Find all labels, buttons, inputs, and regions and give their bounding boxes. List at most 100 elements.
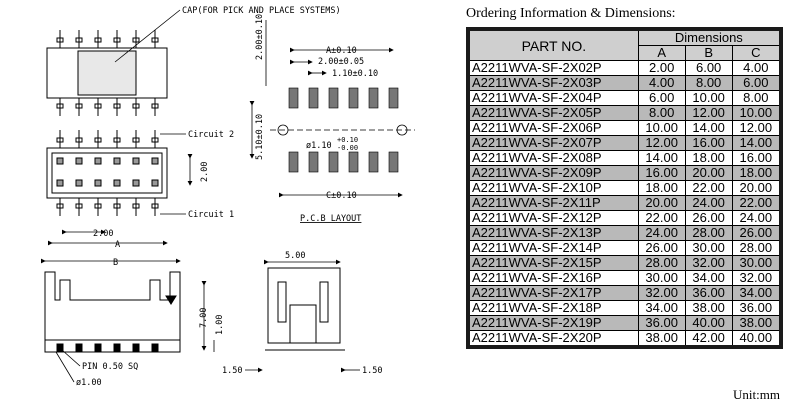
pin-shoulder <box>151 203 159 209</box>
pcb-200-005: 2.00±0.05 <box>318 57 364 67</box>
pin-shoulder <box>132 203 140 209</box>
dimension-b-cell: 34.00 <box>684 270 733 286</box>
side-view <box>265 267 345 351</box>
dimension-c-cell: 32.00 <box>731 270 782 286</box>
pin-shoulder <box>132 37 140 43</box>
pin-tail <box>75 343 83 353</box>
part-number-cell: A2211WVA-SF-2X11P <box>467 195 639 211</box>
pin-square <box>132 179 140 187</box>
dimension-c-cell: 30.00 <box>731 255 782 271</box>
col-a-header: A <box>637 45 686 61</box>
pin-shoulder <box>56 203 64 209</box>
dimension-c-cell: 40.00 <box>731 330 782 348</box>
dimension-a-cell: 14.00 <box>637 150 686 166</box>
pin-shoulder <box>75 37 83 43</box>
pcb-hole-tol-minus: -0.00 <box>337 144 358 152</box>
pin-tail <box>94 343 102 353</box>
dimension-a-cell: 38.00 <box>637 330 686 348</box>
dimension-a-cell: 8.00 <box>637 105 686 121</box>
pcb-pad <box>368 151 379 173</box>
part-number-cell: A2211WVA-SF-2X03P <box>467 75 639 91</box>
dimension-c-cell: 24.00 <box>731 210 782 226</box>
pin-square <box>75 157 83 165</box>
pin-square <box>56 179 64 187</box>
dimension-b-cell: 14.00 <box>684 120 733 136</box>
pin-shoulder <box>94 203 102 209</box>
dimension-c-cell: 14.00 <box>731 135 782 151</box>
pin-shoulder <box>113 203 121 209</box>
dimension-b-cell: 12.00 <box>684 105 733 121</box>
technical-drawing: CAP(FOR PICK AND PLACE SYSTEMS) Circuit … <box>41 6 415 388</box>
pcb-pad <box>388 87 399 109</box>
pin-label: PIN 0.50 SQ <box>82 362 138 372</box>
pin-shoulder <box>75 137 83 143</box>
dimension-b-cell: 30.00 <box>684 240 733 256</box>
dimension-b-cell: 10.00 <box>684 90 733 106</box>
top-view-circuits <box>46 130 168 216</box>
dimension-b-cell: 22.00 <box>684 180 733 196</box>
dimension-c-cell: 10.00 <box>731 105 782 121</box>
dimension-a-cell: 36.00 <box>637 315 686 331</box>
part-number-cell: A2211WVA-SF-2X13P <box>467 225 639 241</box>
pcb-200-010: 2.00±0.10 <box>255 14 265 60</box>
dimension-c-cell: 34.00 <box>731 285 782 301</box>
pin-shoulder <box>94 37 102 43</box>
pin-tail <box>56 343 64 353</box>
dimension-a-cell: 18.00 <box>637 180 686 196</box>
pin-square <box>113 179 121 187</box>
pin-shoulder <box>94 137 102 143</box>
pin-square <box>94 179 102 187</box>
ordering-title: Ordering Information & Dimensions: <box>466 6 676 21</box>
part-no-header: PART NO. <box>467 28 639 61</box>
pcb-pad <box>328 87 339 109</box>
pcb-pad <box>328 151 339 173</box>
pin-shoulder <box>75 203 83 209</box>
dimension-b-cell: 32.00 <box>684 255 733 271</box>
pcb-a: A±0.10 <box>326 46 357 56</box>
dimension-b-cell: 18.00 <box>684 150 733 166</box>
pin-shoulder <box>56 103 64 109</box>
pin-shoulder <box>113 137 121 143</box>
part-number-cell: A2211WVA-SF-2X19P <box>467 315 639 331</box>
dimension-b-cell: 36.00 <box>684 285 733 301</box>
dimension-b-cell: 24.00 <box>684 195 733 211</box>
dimension-c-cell: 12.00 <box>731 120 782 136</box>
pin-shoulder <box>151 37 159 43</box>
pcb-pad <box>368 87 379 109</box>
dim-700: 7.00 <box>199 308 209 328</box>
dimension-a-cell: 32.00 <box>637 285 686 301</box>
dimension-a-cell: 4.00 <box>637 75 686 91</box>
dimension-a-cell: 12.00 <box>637 135 686 151</box>
circuit2-label: Circuit 2 <box>188 130 234 140</box>
pin-shoulder <box>56 37 64 43</box>
dimensions-header: Dimensions <box>637 28 782 46</box>
part-number-cell: A2211WVA-SF-2X02P <box>467 60 639 76</box>
pcb-pad <box>288 151 299 173</box>
dimension-b-cell: 42.00 <box>684 330 733 348</box>
pin-shoulder <box>94 103 102 109</box>
dimension-c-cell: 4.00 <box>731 60 782 76</box>
dimension-c-cell: 8.00 <box>731 90 782 106</box>
pin-square <box>56 157 64 165</box>
dimension-c-cell: 6.00 <box>731 75 782 91</box>
dim-500: 5.00 <box>285 251 305 261</box>
pin-tail <box>132 343 140 353</box>
part-number-cell: A2211WVA-SF-2X08P <box>467 150 639 166</box>
dimension-b-cell: 40.00 <box>684 315 733 331</box>
dia-label: ø1.00 <box>76 378 102 388</box>
pcb-110-010: 1.10±0.10 <box>332 69 378 79</box>
part-number-cell: A2211WVA-SF-2X12P <box>467 210 639 226</box>
dimension-b-cell: 16.00 <box>684 135 733 151</box>
pcb-pad <box>388 151 399 173</box>
dim-100-vertical: 1.00 <box>215 315 225 335</box>
part-number-cell: A2211WVA-SF-2X15P <box>467 255 639 271</box>
